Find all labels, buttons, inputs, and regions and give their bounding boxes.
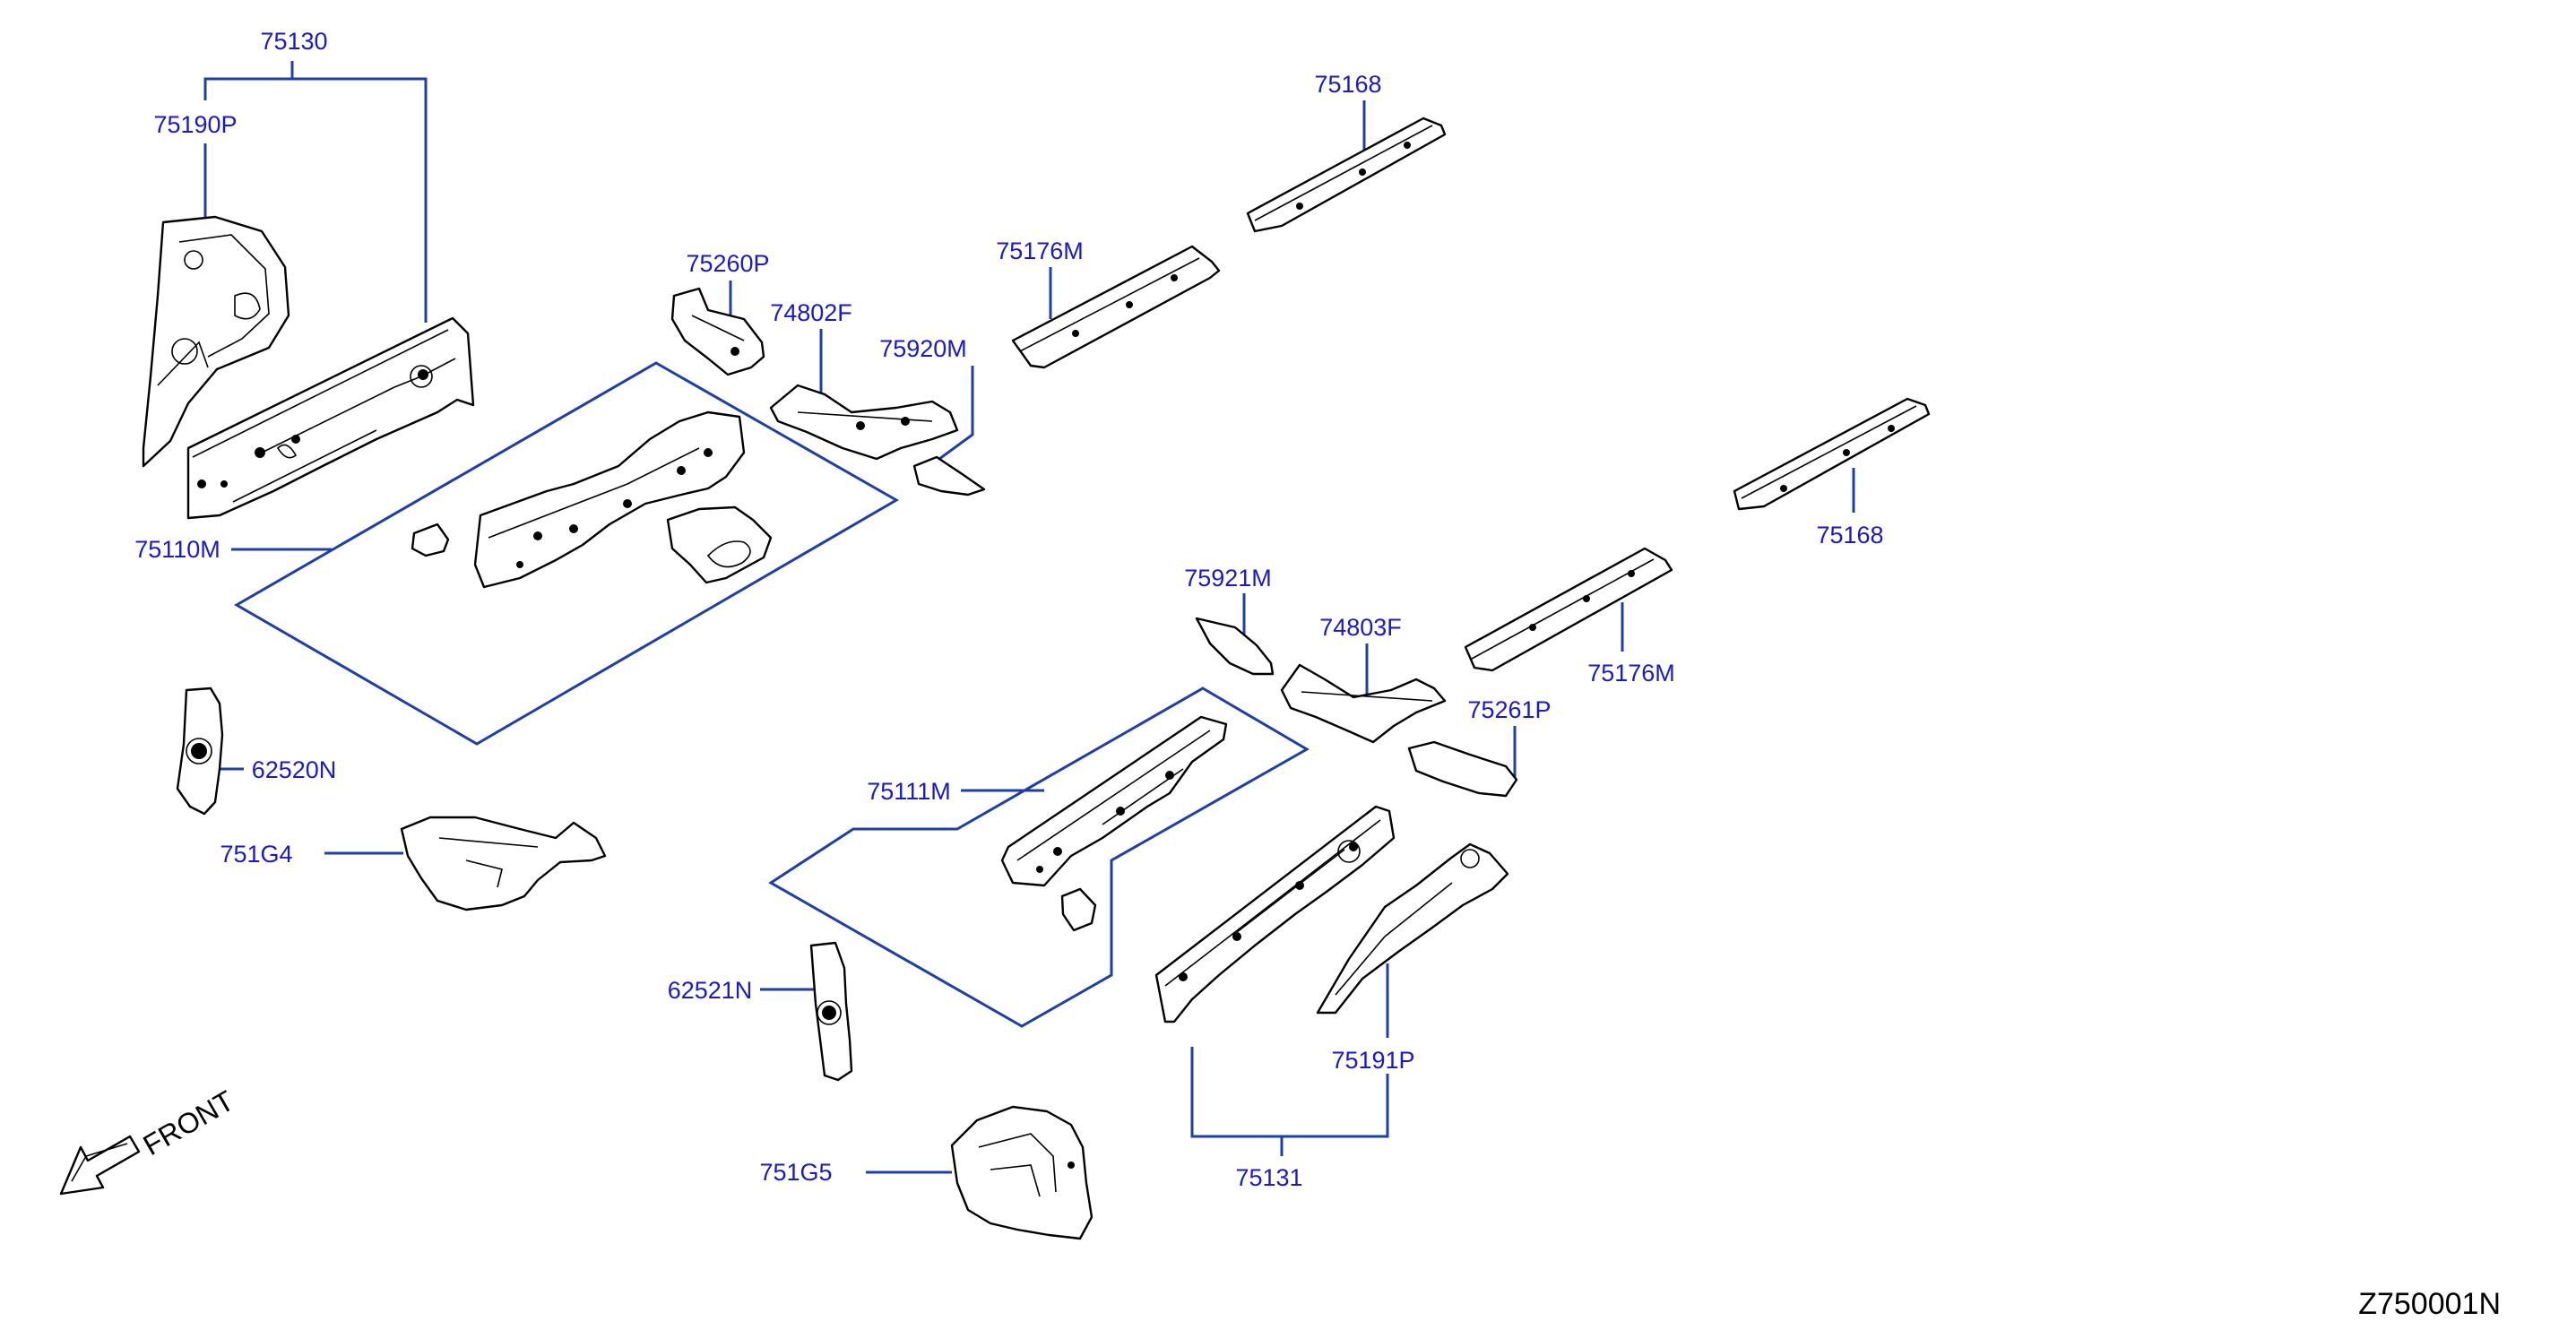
part-75921m-drawing [1195, 617, 1275, 676]
diagram-code: Z750001N [2358, 1287, 2501, 1321]
label-75176m-top: 75176M [996, 238, 1084, 264]
part-75176m-top-drawing [1011, 245, 1221, 369]
label-75168-top: 75168 [1314, 71, 1381, 98]
part-751g4-drawing [400, 816, 607, 911]
front-arrow-icon [59, 1135, 141, 1196]
part-75190p-drawing [142, 215, 290, 468]
part-62520n-drawing [176, 687, 224, 816]
part-75261p-drawing [1407, 740, 1518, 798]
part-75131-drawing [1154, 805, 1396, 1023]
part-75920m-drawing [912, 455, 986, 497]
part-75111m-drawing [1000, 715, 1228, 932]
label-75111m: 75111M [867, 778, 951, 805]
label-75261p: 75261P [1467, 696, 1551, 723]
label-75168-right: 75168 [1816, 522, 1883, 548]
label-75130: 75130 [260, 28, 327, 55]
part-75130-drawing [186, 316, 475, 520]
leader-lines [203, 61, 1855, 1174]
part-75260p-drawing [670, 287, 765, 376]
label-74803f: 74803F [1319, 614, 1402, 641]
label-74802f: 74802F [770, 299, 852, 326]
part-62521n-drawing [809, 941, 853, 1082]
part-74802f-drawing [769, 384, 959, 461]
label-751g5: 751G5 [759, 1159, 832, 1186]
part-75191p-drawing [1316, 842, 1509, 1015]
label-62521n: 62521N [668, 977, 753, 1004]
label-75921m: 75921M [1184, 565, 1272, 592]
group-outline-75111m [768, 687, 1310, 1028]
front-label: FRONT [138, 1084, 239, 1162]
label-75260p: 75260P [686, 250, 769, 277]
part-74803f-drawing [1280, 663, 1447, 744]
part-751g5-drawing [950, 1105, 1094, 1240]
part-75168-top-drawing [1246, 117, 1447, 233]
label-75190p: 75190P [153, 111, 237, 138]
part-75110m-drawing [411, 410, 773, 589]
group-outline-75110m [234, 361, 900, 746]
part-75168-right-drawing [1733, 397, 1931, 511]
label-75110m: 75110M [134, 536, 220, 563]
label-75131: 75131 [1235, 1164, 1302, 1191]
label-75920m: 75920M [879, 335, 967, 362]
label-75176m-right: 75176M [1587, 660, 1675, 687]
label-75191p: 75191P [1331, 1047, 1414, 1074]
label-751g4: 751G4 [220, 841, 292, 868]
part-75176m-right-drawing [1464, 547, 1673, 672]
label-62520n: 62520N [252, 756, 337, 783]
